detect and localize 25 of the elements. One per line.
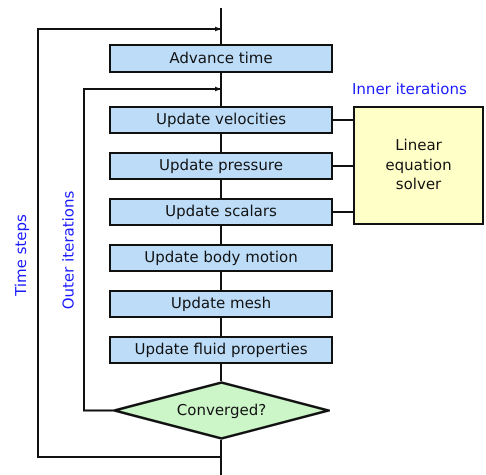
- loop-label: Outer iterations: [58, 190, 77, 310]
- process-box: Update mesh: [109, 290, 333, 318]
- connector-line: [333, 165, 353, 167]
- loop-arrow: [83, 86, 221, 412]
- connector-line: [333, 211, 353, 213]
- process-box: Update pressure: [109, 152, 333, 180]
- loop-label: Time steps: [12, 214, 30, 296]
- connector-line: [220, 8, 222, 44]
- connector-line: [220, 134, 222, 152]
- connector-line: [220, 180, 222, 198]
- solver-box: Linear equation solver: [353, 106, 484, 225]
- connector-line: [220, 226, 222, 244]
- connector-line: [220, 73, 222, 106]
- connector-line: [220, 364, 222, 381]
- process-box: Update fluid properties: [109, 336, 333, 364]
- process-box: Update scalars: [109, 198, 333, 226]
- loop-label: Inner iterations: [352, 80, 467, 98]
- node-text: Converged?: [176, 400, 266, 420]
- process-box: Update body motion: [109, 244, 333, 272]
- connector-line: [333, 119, 353, 121]
- process-box: Update velocities: [109, 106, 333, 134]
- connector-line: [220, 318, 222, 336]
- loop-arrow: [37, 26, 222, 458]
- connector-line: [220, 272, 222, 290]
- process-box: Advance time: [109, 44, 333, 73]
